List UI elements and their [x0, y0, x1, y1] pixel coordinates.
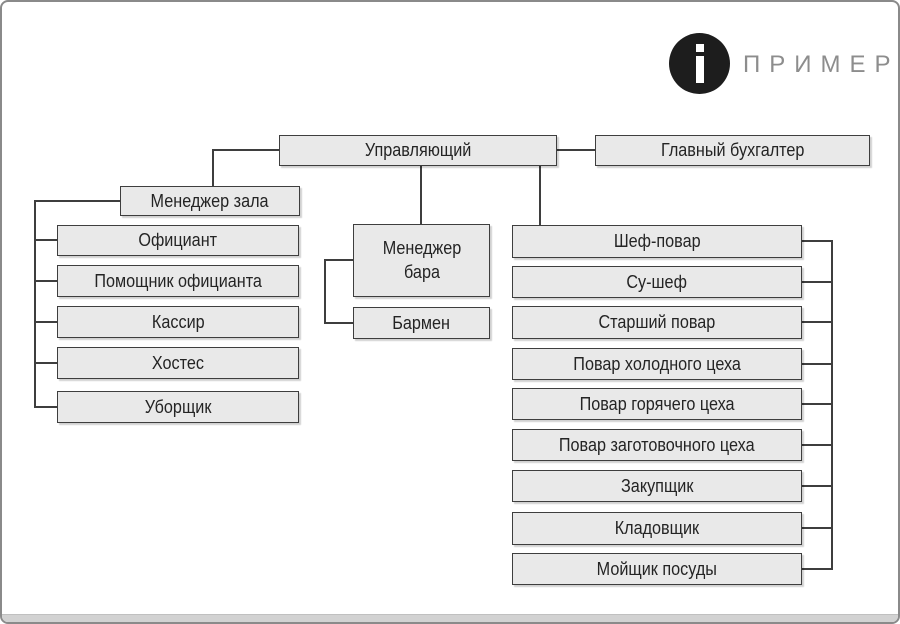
node-label: Повар заготовочного цеха [559, 434, 755, 455]
info-i-stem [696, 56, 704, 83]
stub-prep-shop-cook [802, 444, 833, 446]
node-label: Бармен [392, 312, 451, 333]
node-dishwasher: Мойщик посуды [512, 553, 802, 585]
node-managing-director: Управляющий [279, 135, 557, 166]
node-label: Хостес [151, 352, 205, 373]
node-label: Повар горячего цеха [579, 393, 735, 414]
stub-hot-shop-cook [802, 403, 833, 405]
right-spine [831, 240, 833, 570]
node-cold-shop-cook: Повар холодного цеха [512, 348, 802, 380]
stub-storekeeper [802, 527, 833, 529]
node-bar-manager: Менеджер бара [353, 224, 490, 297]
node-label: Мойщик посуды [596, 558, 718, 579]
info-i-icon [669, 33, 730, 94]
bar-elbow-v [324, 259, 326, 324]
node-cashier: Кассир [57, 306, 299, 338]
connector-root-barmanager [420, 166, 422, 224]
node-label: Менеджер зала [150, 190, 269, 211]
node-sous-chef: Су-шеф [512, 266, 802, 298]
node-label: Управляющий [364, 140, 472, 160]
stub-waiter-assistant [34, 280, 57, 282]
node-label: Кладовщик [614, 518, 700, 538]
node-hall-manager: Менеджер зала [120, 186, 300, 216]
connector-root-left-h [212, 149, 279, 151]
node-prep-shop-cook: Повар заготовочного цеха [512, 429, 802, 461]
node-bartender: Бармен [353, 307, 490, 339]
node-label: Официант [138, 230, 218, 250]
watermark-label: ПРИМЕР [743, 51, 900, 78]
node-label: Кассир [151, 311, 205, 332]
stub-chef [802, 240, 833, 242]
bottom-bar [2, 614, 898, 622]
node-label: Уборщик [144, 396, 212, 417]
stub-hall-manager [34, 200, 120, 202]
connector-root-left-v [212, 149, 214, 188]
node-label: Старший повар [598, 312, 716, 332]
node-chef: Шеф-повар [512, 225, 802, 258]
bar-elbow-bottom [324, 322, 353, 324]
stub-cashier [34, 321, 57, 323]
node-chief-accountant: Главный бухгалтер [595, 135, 870, 166]
node-label: Менеджер бара [382, 238, 461, 282]
info-i-dot [696, 44, 704, 52]
node-senior-cook: Старший повар [512, 306, 802, 339]
stub-cold-shop-cook [802, 363, 833, 365]
node-waiter: Официант [57, 225, 299, 256]
node-cleaner: Уборщик [57, 391, 299, 423]
stub-dishwasher [802, 568, 833, 570]
stub-waiter [34, 239, 57, 241]
node-waiter-assistant: Помощник официанта [57, 265, 299, 297]
stub-hostess [34, 362, 57, 364]
node-hostess: Хостес [57, 347, 299, 379]
node-label: Главный бухгалтер [660, 140, 805, 160]
bar-elbow-top [324, 259, 353, 261]
node-label: Су-шеф [626, 271, 688, 292]
node-purchaser: Закупщик [512, 470, 802, 502]
stub-cleaner [34, 406, 57, 408]
stub-sous-chef [802, 281, 833, 283]
stub-senior-cook [802, 321, 833, 323]
connector-root-chef [539, 166, 541, 225]
node-label: Повар холодного цеха [573, 353, 741, 374]
stub-purchaser [802, 485, 833, 487]
left-spine [34, 200, 36, 408]
node-label: Шеф-повар [613, 231, 701, 251]
node-label: Закупщик [620, 475, 694, 496]
node-hot-shop-cook: Повар горячего цеха [512, 388, 802, 420]
node-storekeeper: Кладовщик [512, 512, 802, 545]
node-label: Помощник официанта [94, 270, 262, 291]
connector-root-accountant [557, 149, 595, 151]
